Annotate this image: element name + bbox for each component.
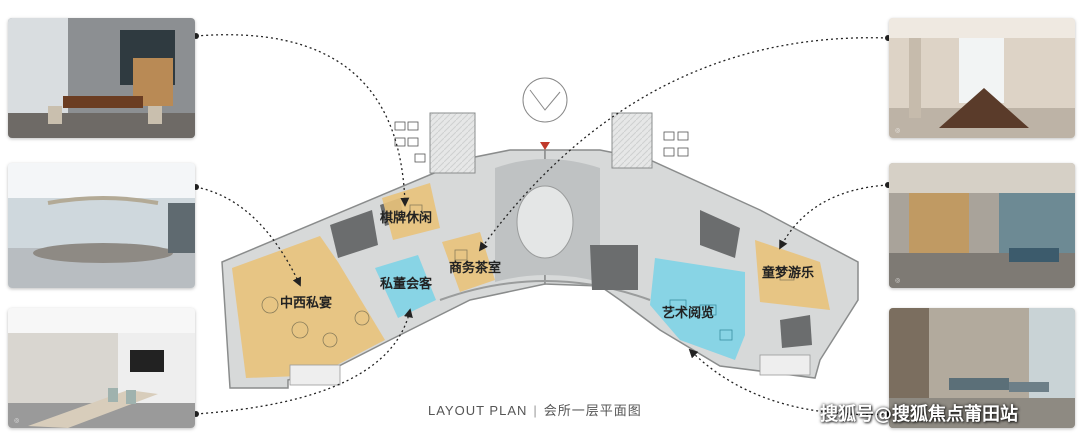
terrace-left xyxy=(289,364,341,386)
caption-separator: | xyxy=(533,403,538,418)
photo-lounge: ◎ xyxy=(889,163,1075,288)
plan-caption: LAYOUT PLAN | 会所一层平面图 xyxy=(428,400,642,419)
source-watermark: 搜狐号@搜狐焦点莆田站 xyxy=(820,404,1018,425)
caption-zh: 会所一层平面图 xyxy=(543,403,642,418)
label-zhongxi: 中西私宴 xyxy=(280,295,332,311)
photo-dining-room xyxy=(8,18,195,138)
photo-banquet-hall xyxy=(8,163,195,288)
furniture-top-left xyxy=(394,121,426,163)
compass-circle xyxy=(522,77,568,123)
annex-right xyxy=(611,112,653,169)
photo-private-dining: ◎ xyxy=(889,18,1075,138)
room-yishu xyxy=(650,258,745,360)
terrace-right xyxy=(759,354,811,376)
north-arrow-icon xyxy=(540,142,550,150)
annex-left xyxy=(429,112,476,174)
furniture-reading xyxy=(669,299,733,341)
photo-cafe xyxy=(889,308,1075,428)
photo-watermark-icon: ◎ xyxy=(895,277,901,284)
connectors xyxy=(195,34,889,416)
connector-l2 xyxy=(195,186,302,287)
photo-watermark-icon: ◎ xyxy=(14,417,20,424)
photo-meeting-room: ◎ xyxy=(8,308,195,428)
label-sidong: 私董会客 xyxy=(380,276,433,292)
lobby-front-curve xyxy=(439,280,651,301)
label-qipai: 棋牌休闲 xyxy=(379,210,432,226)
compass-needle xyxy=(529,89,561,111)
label-shangwu: 商务茶室 xyxy=(449,260,501,276)
furniture-seating xyxy=(261,204,795,348)
connector-l3 xyxy=(195,308,413,415)
connector-r1 xyxy=(478,37,889,252)
connector-r3 xyxy=(688,348,889,416)
label-yishu: 艺术阅览 xyxy=(662,305,714,321)
room-tongmeng xyxy=(755,240,830,310)
room-sidong xyxy=(375,255,436,318)
connector-l1 xyxy=(195,34,410,207)
lobby-feature xyxy=(516,185,574,259)
room-zhongxi xyxy=(232,236,385,378)
photo-watermark-icon: ◎ xyxy=(895,127,901,134)
room-qipai xyxy=(382,183,440,240)
connector-r2 xyxy=(779,184,889,250)
caption-en: LAYOUT PLAN xyxy=(428,403,528,418)
furniture-top-right xyxy=(663,131,689,157)
label-tongmeng: 童梦游乐 xyxy=(762,265,814,281)
